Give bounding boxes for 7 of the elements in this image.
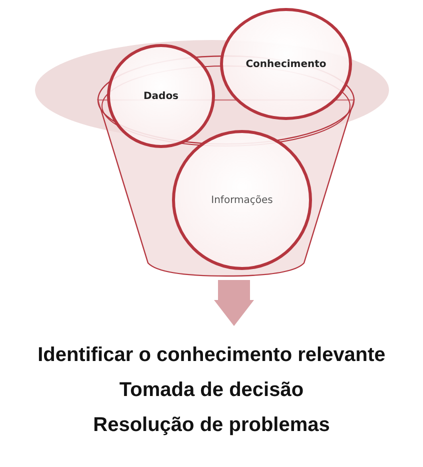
block-arrow: [214, 280, 254, 326]
result-text: Tomada de decisão: [119, 378, 304, 403]
circle-label: Dados: [143, 90, 179, 102]
result-text: Resolução de problemas: [93, 413, 330, 438]
circle-label: Informações: [211, 194, 273, 206]
circle-label: Conhecimento: [246, 58, 326, 70]
result-text: Identificar o conhecimento relevante: [38, 343, 386, 368]
